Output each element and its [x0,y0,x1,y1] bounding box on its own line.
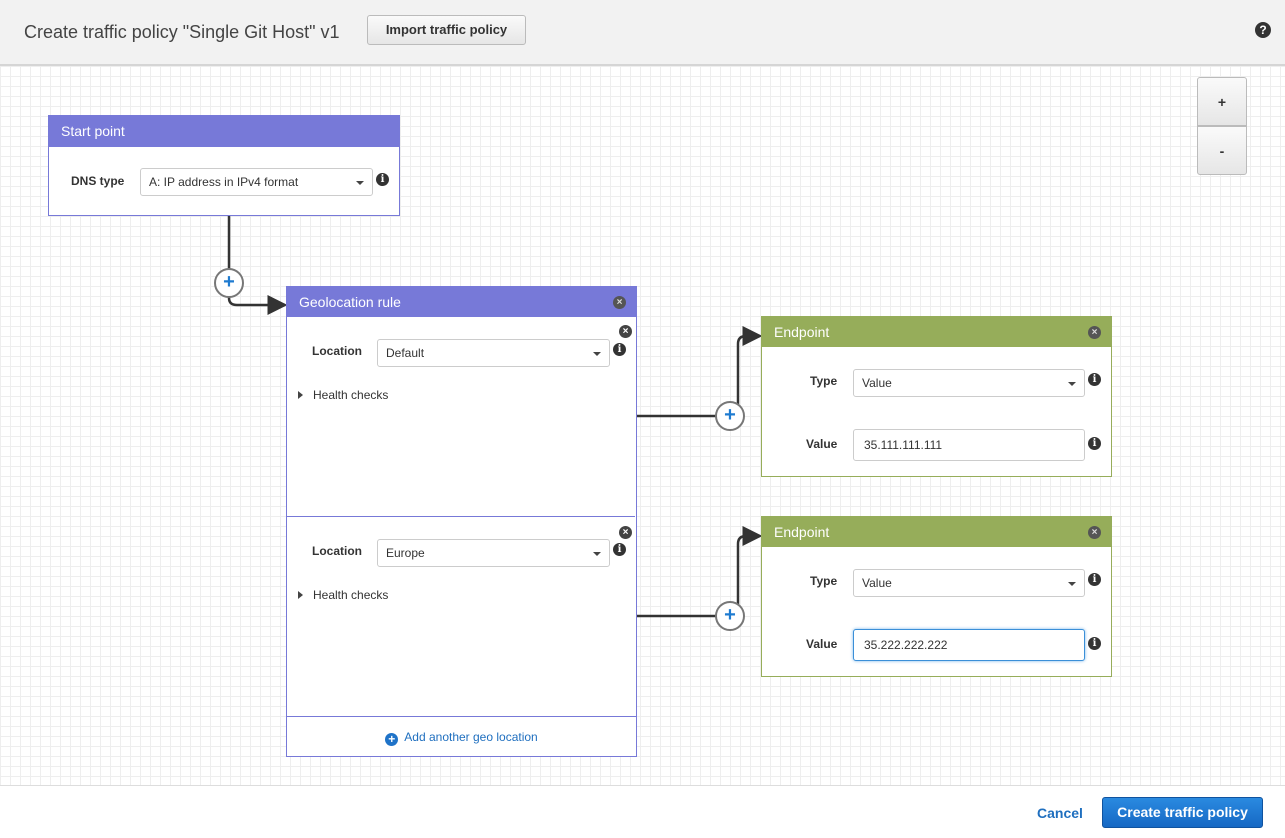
info-icon[interactable]: i [1088,637,1101,650]
create-traffic-policy-button[interactable]: Create traffic policy [1102,797,1263,828]
connector-geo1-to-endpoint1 [637,336,760,416]
location-select[interactable]: Europe [377,539,610,567]
endpoint-type-select[interactable]: Value [853,369,1085,397]
add-geo-location-button[interactable]: + Add another geo location [287,716,636,756]
geo-location-section: × Location Default i Health checks [287,316,635,516]
page-footer: Cancel Create traffic policy [0,785,1285,838]
dns-type-label: DNS type [71,174,124,188]
endpoint-value-input[interactable]: 35.222.222.222 [853,629,1085,661]
remove-location-icon[interactable]: × [619,325,632,338]
info-icon[interactable]: i [376,173,389,186]
close-icon[interactable]: × [1088,526,1101,539]
close-icon[interactable]: × [613,296,626,309]
endpoint-type-select[interactable]: Value [853,569,1085,597]
add-circle-icon: + [385,733,398,746]
info-icon[interactable]: i [1088,373,1101,386]
endpoint-node: Endpoint × Type Value i Value 35.222.222.… [761,516,1112,677]
cancel-button[interactable]: Cancel [1037,805,1083,821]
start-point-title: Start point [49,116,399,147]
start-point-node: Start point DNS type A: IP address in IP… [48,115,400,216]
value-label: Value [806,637,837,651]
dns-type-select[interactable]: A: IP address in IPv4 format [140,168,373,196]
endpoint-title: Endpoint [774,324,829,340]
location-label: Location [312,344,362,358]
info-icon[interactable]: i [1088,437,1101,450]
health-checks-toggle[interactable]: Health checks [298,588,388,602]
endpoint-value-input[interactable]: 35.111.111.111 [853,429,1085,461]
info-icon[interactable]: i [613,343,626,356]
add-geo-location-label: Add another geo location [404,730,537,744]
geo-location-section: × Location Europe i Health checks [287,516,635,716]
add-node-plus-icon[interactable]: + [715,601,745,631]
caret-right-icon [298,391,303,399]
geolocation-rule-node: Geolocation rule × × Location Default i H… [286,286,637,757]
info-icon[interactable]: i [1088,573,1101,586]
type-label: Type [810,574,837,588]
location-label: Location [312,544,362,558]
health-checks-label: Health checks [313,588,388,602]
info-icon[interactable]: i [613,543,626,556]
caret-right-icon [298,591,303,599]
remove-location-icon[interactable]: × [619,526,632,539]
health-checks-toggle[interactable]: Health checks [298,388,388,402]
health-checks-label: Health checks [313,388,388,402]
endpoint-title: Endpoint [774,524,829,540]
type-label: Type [810,374,837,388]
value-label: Value [806,437,837,451]
add-node-plus-icon[interactable]: + [214,268,244,298]
endpoint-node: Endpoint × Type Value i Value 35.111.111.… [761,316,1112,477]
close-icon[interactable]: × [1088,326,1101,339]
add-node-plus-icon[interactable]: + [715,401,745,431]
connector-geo2-to-endpoint2 [637,536,760,616]
location-select[interactable]: Default [377,339,610,367]
geolocation-rule-title: Geolocation rule [299,294,401,310]
